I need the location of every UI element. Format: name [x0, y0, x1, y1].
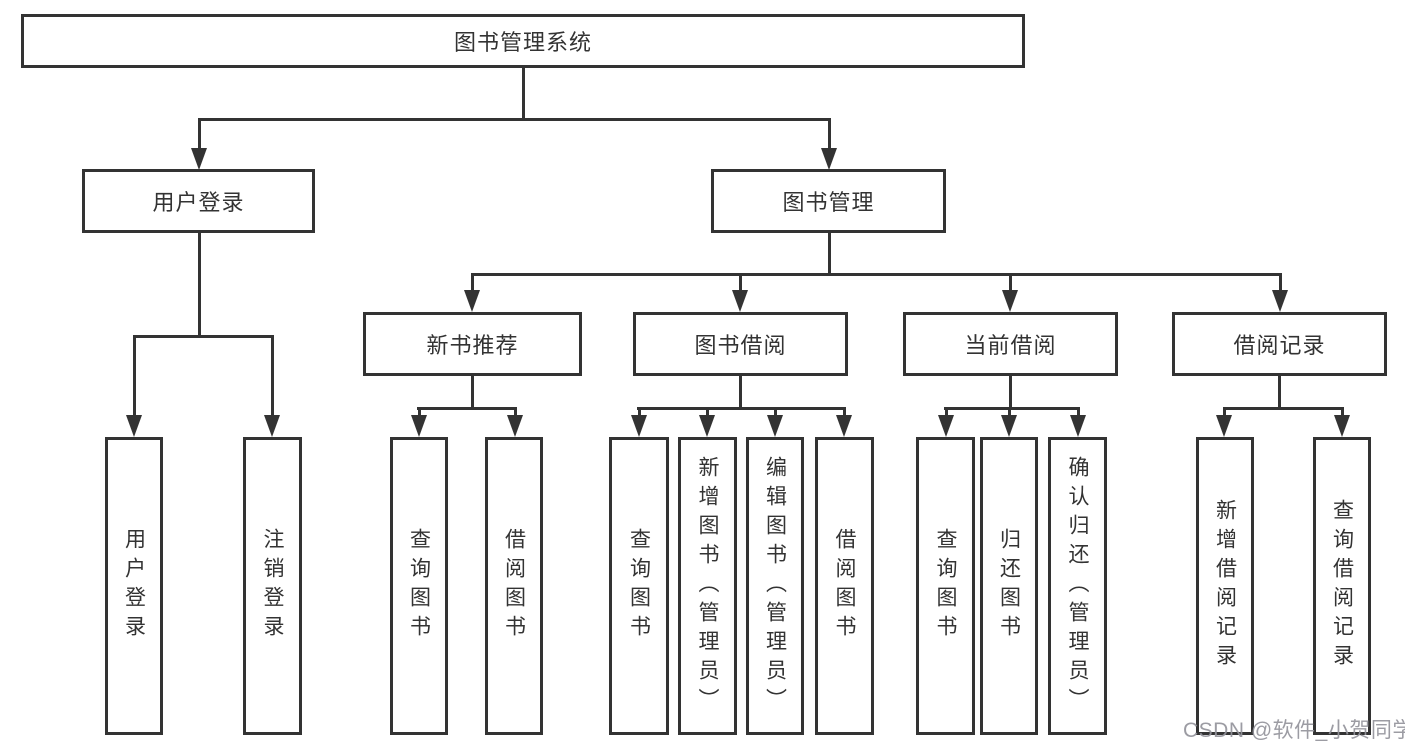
connector-book-mgmt-branch [471, 273, 1281, 276]
connector-book-mgmt-stem [828, 233, 831, 273]
leaf-edit-books-admin: 编辑图书（管理员） [746, 437, 804, 735]
leaf-add-books-admin: 新增图书（管理员） [678, 437, 737, 735]
arrowhead-down-icon [821, 148, 837, 170]
arrowhead-down-icon [411, 415, 427, 437]
leaf-return-books: 归还图书 [980, 437, 1038, 735]
leaf-query-books-current: 查询图书 [916, 437, 975, 735]
arrowhead-down-icon [732, 290, 748, 312]
leaf-add-borrow-record: 新增借阅记录 [1196, 437, 1254, 735]
connector-to-book-borrow [739, 273, 742, 296]
connector-root-stem [522, 68, 525, 118]
arrowhead-down-icon [1001, 415, 1017, 437]
leaf-query-books: 查询图书 [609, 437, 669, 735]
arrowhead-down-icon [264, 415, 280, 437]
connector-leaf [706, 407, 709, 421]
arrowhead-down-icon [631, 415, 647, 437]
connector-to-new-books [471, 273, 474, 296]
connector-to-book-management [828, 118, 831, 154]
connector-leaf [1341, 407, 1344, 421]
arrowhead-down-icon [191, 148, 207, 170]
node-library-system: 图书管理系统 [21, 14, 1025, 68]
node-new-book-recommend: 新书推荐 [363, 312, 582, 376]
connector-leaf [843, 407, 846, 421]
leaf-user-login: 用户登录 [105, 437, 163, 735]
node-user-login: 用户登录 [82, 169, 315, 233]
connector-records-branch [1223, 407, 1344, 410]
arrowhead-down-icon [836, 415, 852, 437]
node-book-borrowing: 图书借阅 [633, 312, 848, 376]
leaf-borrow-books-recommend: 借阅图书 [485, 437, 543, 735]
arrowhead-down-icon [464, 290, 480, 312]
arrowhead-down-icon [1070, 415, 1086, 437]
connector-leaf [514, 407, 517, 421]
leaf-confirm-return-admin: 确认归还（管理员） [1048, 437, 1107, 735]
connector-new-books-branch [417, 407, 516, 410]
leaf-query-borrow-record: 查询借阅记录 [1313, 437, 1371, 735]
connector-book-borrow-stem [739, 376, 742, 407]
connector-current-borrow-branch [944, 407, 1080, 410]
arrowhead-down-icon [1216, 415, 1232, 437]
leaf-query-books-recommend: 查询图书 [390, 437, 448, 735]
connector-user-login-branch [133, 335, 274, 338]
arrowhead-down-icon [126, 415, 142, 437]
connector-root-branch [198, 118, 830, 121]
arrowhead-down-icon [938, 415, 954, 437]
connector-to-user-login [198, 118, 201, 154]
connector-leaf [1223, 407, 1226, 421]
arrowhead-down-icon [767, 415, 783, 437]
connector-user-login-stem [198, 233, 201, 335]
arrowhead-down-icon [1002, 290, 1018, 312]
node-borrowing-records: 借阅记录 [1172, 312, 1387, 376]
arrowhead-down-icon [699, 415, 715, 437]
node-book-management: 图书管理 [711, 169, 946, 233]
connector-leaf [945, 407, 948, 421]
connector-book-borrow-branch [637, 407, 846, 410]
csdn-watermark: CSDN @软件_小贺同学 [1183, 719, 1405, 742]
connector-leaf [418, 407, 421, 421]
connector-leaf [1077, 407, 1080, 421]
connector-leaf [638, 407, 641, 421]
arrowhead-down-icon [507, 415, 523, 437]
connector-records-stem [1278, 376, 1281, 407]
connector-to-login [133, 335, 136, 421]
connector-leaf [774, 407, 777, 421]
arrowhead-down-icon [1334, 415, 1350, 437]
connector-current-borrow-stem [1009, 376, 1012, 407]
connector-to-borrow-records [1279, 273, 1282, 296]
connector-leaf [1008, 407, 1011, 421]
connector-to-current-borrow [1009, 273, 1012, 296]
arrowhead-down-icon [1272, 290, 1288, 312]
connector-new-books-stem [471, 376, 474, 407]
node-current-borrowing: 当前借阅 [903, 312, 1118, 376]
leaf-borrow-books: 借阅图书 [815, 437, 874, 735]
leaf-logout: 注销登录 [243, 437, 302, 735]
connector-to-logout [271, 335, 274, 421]
